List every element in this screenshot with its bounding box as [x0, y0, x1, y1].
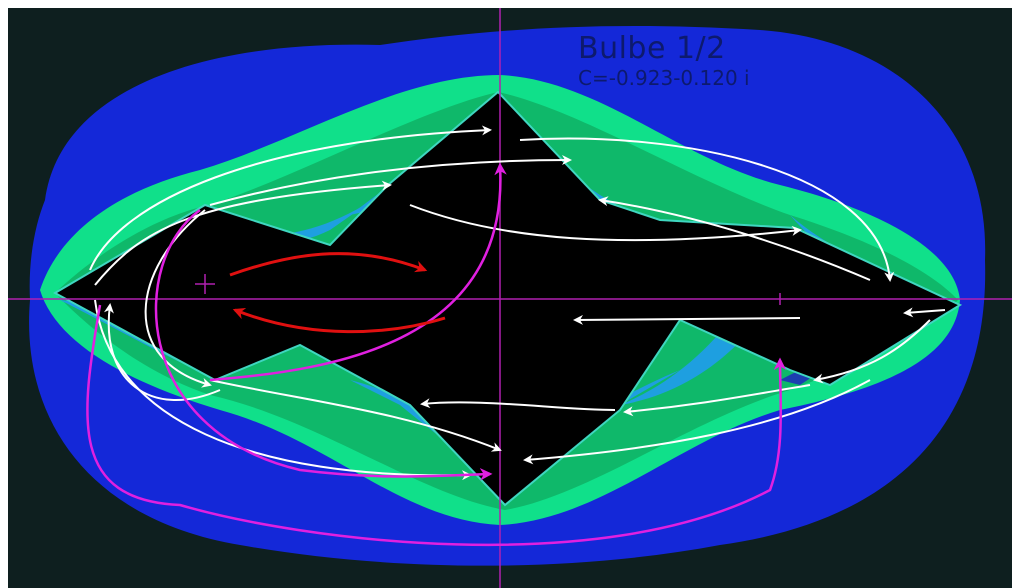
white-arrow-top-right	[519, 137, 895, 282]
white-orbit-arrows	[89, 125, 946, 481]
red-arrow-right	[229, 252, 428, 277]
white-arrow-left-under	[209, 379, 502, 452]
axis-ticks	[195, 274, 781, 305]
parameter-label: C=-0.923-0.120 i	[578, 66, 750, 90]
white-arrow-mid-left	[409, 204, 802, 242]
white-arrow-left-lower	[94, 299, 472, 481]
magenta-arrow-left-loop	[154, 208, 493, 481]
white-arrow-center	[573, 314, 801, 325]
white-arrow-top-left	[89, 125, 492, 271]
red-arrow-left	[232, 307, 446, 334]
magenta-arrow-center-up	[209, 162, 507, 382]
white-arrow-lower-left-b	[103, 303, 221, 401]
white-arrow-lower-left	[420, 398, 616, 411]
red-orbit-arrows	[229, 252, 446, 334]
magenta-arrow-bottom-loop	[86, 304, 787, 547]
white-arrow-right-tip	[903, 307, 946, 318]
white-arrow-lower-right	[813, 319, 931, 384]
white-arrow-upper-mid	[209, 155, 572, 206]
white-arrow-left-loop	[144, 209, 212, 388]
magenta-orbit-arrows	[86, 162, 787, 547]
bulb-title: Bulbe 1/2	[578, 31, 726, 66]
axes	[8, 8, 1012, 588]
white-arrow-upper-left	[94, 180, 392, 286]
white-arrow-lower-mid	[623, 384, 811, 417]
white-arrow-bottom	[523, 379, 871, 465]
